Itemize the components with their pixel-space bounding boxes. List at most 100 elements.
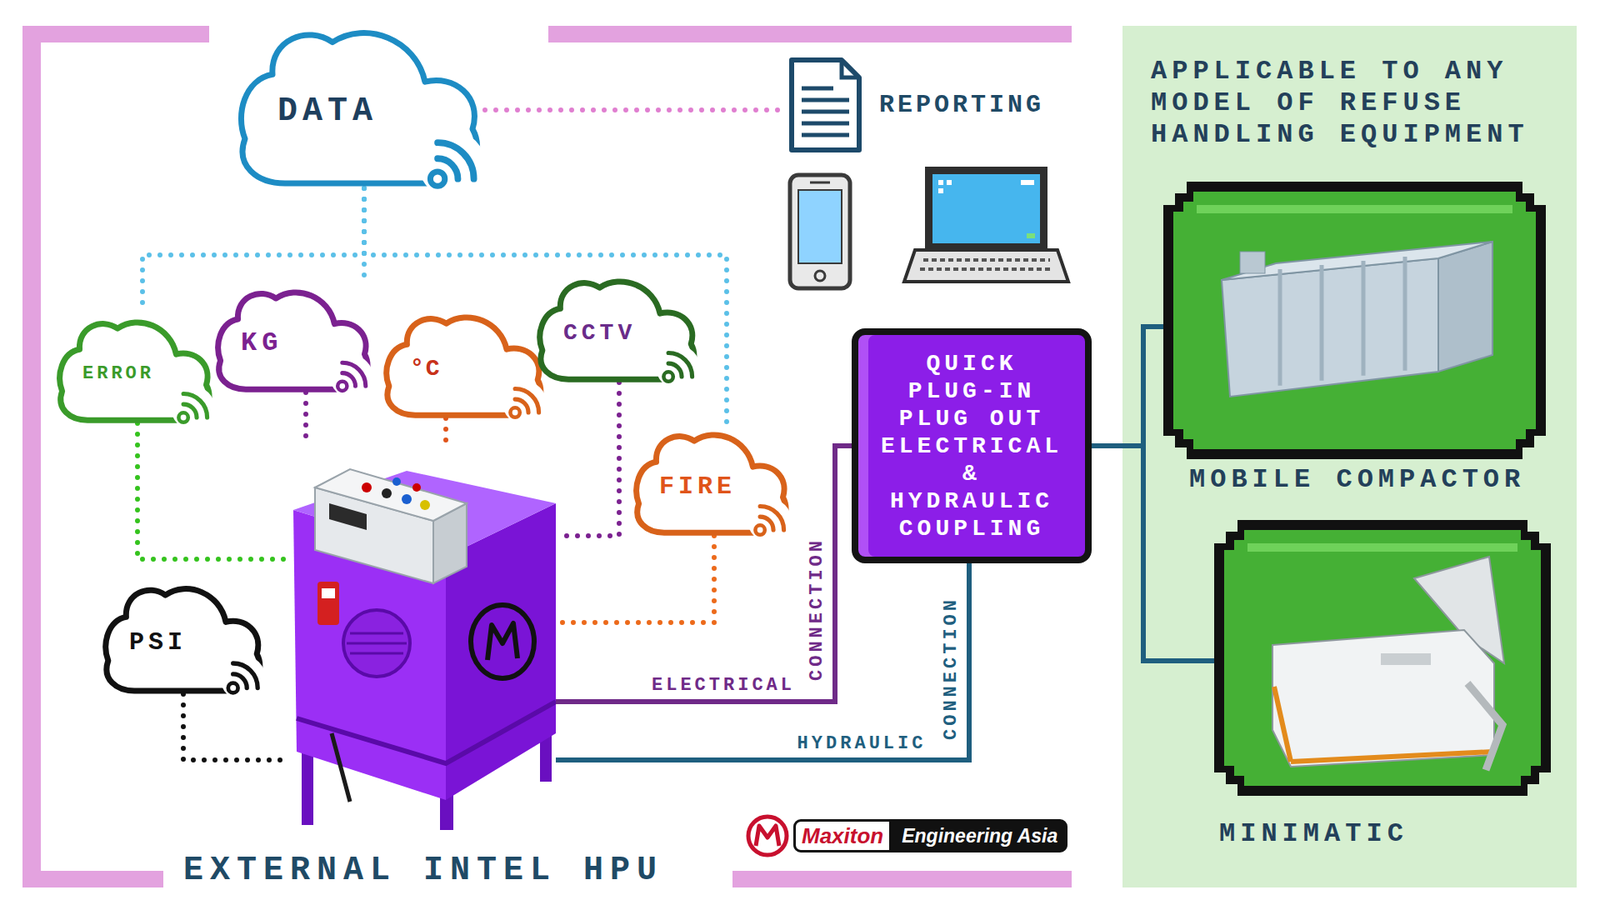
cloud-label: KG (240, 328, 283, 358)
wifi-symbol (328, 352, 375, 400)
connection-label: HYDRAULIC (797, 733, 927, 755)
document-icon (791, 60, 860, 150)
pipe-connector (555, 445, 852, 702)
laptop-icon (923, 258, 1050, 262)
dotted-connector (303, 392, 309, 445)
phone-icon (798, 190, 842, 264)
pipe-connector (555, 563, 970, 760)
wifi-arc (437, 142, 475, 180)
frame-border (1214, 520, 1551, 796)
cloud-shape (386, 317, 541, 415)
compactor-top (1221, 241, 1493, 280)
laptop-icon (920, 267, 1054, 271)
hpu-machine (293, 469, 556, 830)
wifi-ground (655, 345, 700, 389)
wifi-dot (228, 682, 239, 693)
cloud-shape (60, 322, 210, 420)
hpu-machine (412, 483, 421, 492)
connection-label: CONNECTION (940, 596, 962, 740)
cloud-label: DATA (277, 93, 378, 130)
wifi-symbol (169, 383, 217, 431)
dotted-connector (485, 107, 786, 113)
hpu-machine (487, 623, 518, 660)
compactor-rib (1320, 265, 1325, 381)
minimatic-body (1272, 630, 1495, 767)
wifi-arc (183, 404, 197, 418)
cloud-label: °C (410, 356, 442, 383)
wifi-arc (183, 393, 208, 418)
laptop-icon (938, 180, 944, 185)
error-cloud: ERROR (55, 310, 215, 424)
reporting-icon: REPORTING (785, 55, 1075, 154)
document-icon (841, 60, 860, 78)
laptop-icon (1026, 233, 1035, 239)
logo-text: Engineering Asia (891, 819, 1068, 853)
wifi-dot (755, 525, 765, 535)
hpu-machine (392, 477, 401, 486)
hpu-machine (420, 500, 430, 510)
laptop-icon (925, 166, 1048, 250)
wifi-arc (342, 363, 366, 387)
lift-arm (1467, 683, 1503, 770)
wifi-arc (515, 388, 540, 413)
hpu-machine (381, 488, 392, 499)
dotted-connector (361, 188, 367, 281)
wifi-ground (747, 498, 791, 542)
logo-mark (748, 816, 787, 855)
equipment-frame: MINIMATIC (1214, 520, 1551, 796)
laptop-icon (904, 166, 1069, 282)
frame-highlight (1196, 205, 1513, 214)
wifi-ground (170, 385, 215, 430)
cloud-shape (540, 281, 695, 380)
wifi-arc (437, 158, 458, 179)
hpu-machine (401, 494, 412, 505)
picture-frame (1163, 181, 1546, 460)
frame-fill (1224, 530, 1541, 786)
wifi-symbol (218, 652, 268, 702)
picture-frame (1214, 520, 1551, 796)
wifi-arc (515, 399, 529, 413)
dotted-connector (364, 188, 727, 424)
connection-label: ELECTRICAL (651, 675, 795, 696)
temperature-cloud: °C (382, 305, 546, 419)
document-icon (801, 86, 834, 91)
wifi-dot (510, 407, 520, 417)
equipment-panel: APPLICABLE TO ANY MODEL OF REFUSE HANDLI… (1122, 25, 1577, 888)
hpu-machine (343, 610, 410, 677)
frame-fill (1173, 191, 1536, 450)
pink-frame (22, 25, 41, 888)
minimatic-trim (1290, 751, 1493, 762)
panel-ground (1122, 25, 1577, 888)
hpu-machine (329, 503, 367, 530)
logo-text: Maxiton (793, 819, 892, 853)
hpu-unit: EXTERNAL INTEL HPU (290, 444, 556, 832)
cloud-label: FIRE (659, 473, 736, 501)
equipment-frame: MOBILE COMPACTOR (1163, 181, 1546, 460)
wifi-arc (233, 674, 248, 689)
wifi-symbol (654, 342, 702, 390)
cloud-shape (636, 435, 786, 533)
kg-cloud: KG (214, 280, 373, 393)
frame-highlight (1247, 543, 1518, 552)
hpu-machine (350, 632, 404, 635)
wifi-symbol (500, 378, 549, 426)
pink-frame (22, 25, 1072, 888)
logo-mark (755, 825, 780, 846)
phone-icon (810, 181, 830, 185)
frame-border (1163, 181, 1546, 460)
connection-label: CONNECTION (806, 537, 828, 681)
laptop-icon (904, 250, 1069, 282)
document-icon (801, 121, 850, 126)
hpu-machine (361, 482, 372, 493)
psi-cloud: PSI (101, 576, 265, 695)
cloud-label: CCTV (563, 320, 636, 347)
dotted-connector (137, 423, 291, 560)
minimatic-badge (1380, 653, 1431, 665)
dotted-connector (555, 535, 715, 623)
cloud-label: ERROR (82, 364, 155, 385)
phone-icon (790, 175, 850, 289)
hpu-machine (317, 581, 340, 625)
cloud-shape (218, 292, 368, 390)
wifi-arc (342, 373, 356, 387)
